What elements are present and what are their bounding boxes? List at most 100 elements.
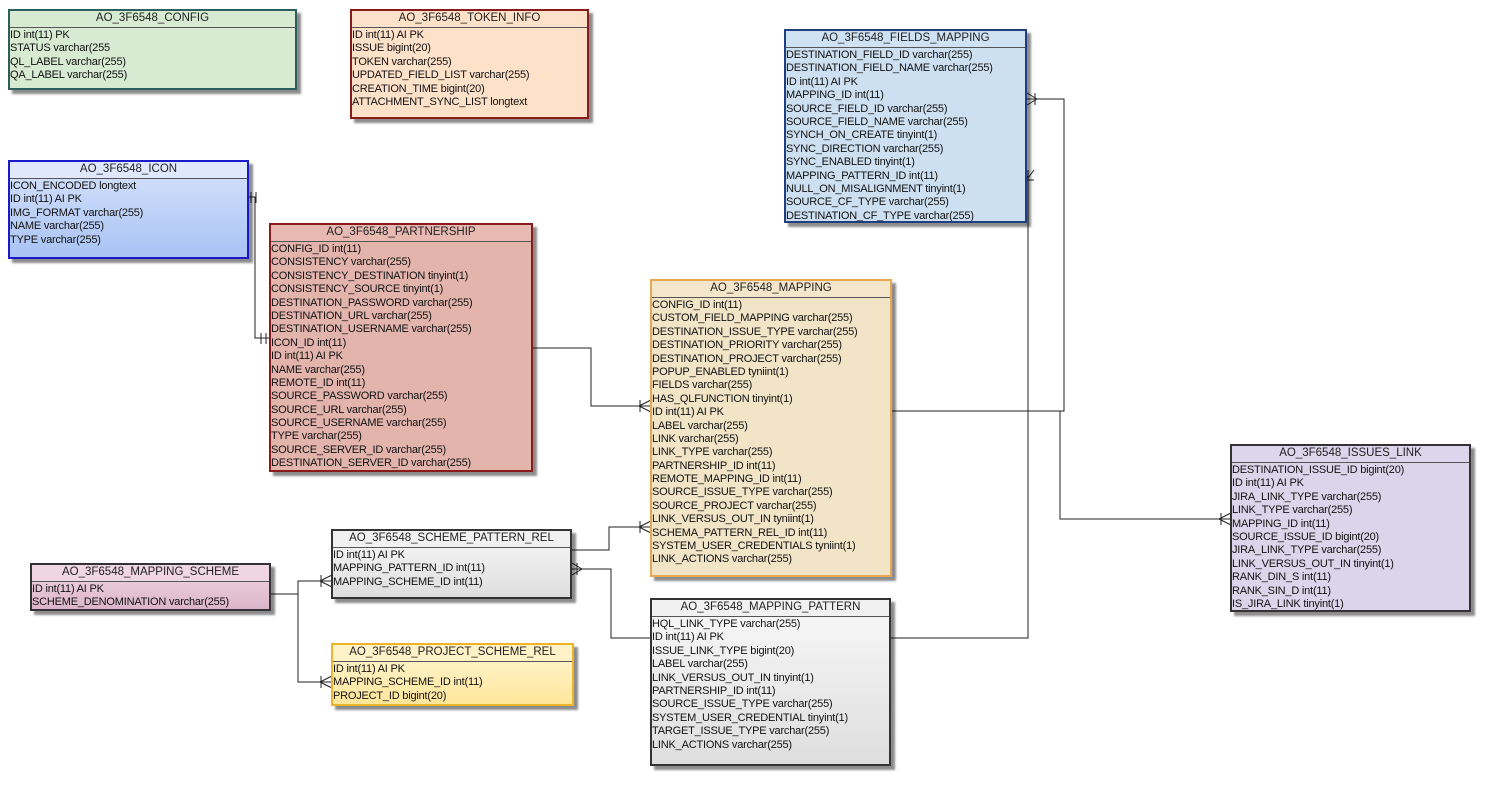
column-row: MAPPING_ID int(11) xyxy=(786,89,884,102)
column-row: DESTINATION_CF_TYPE varchar(255) xyxy=(786,209,974,222)
column-list: CONFIG_ID int(11)CUSTOM_FIELD_MAPPING va… xyxy=(652,298,890,567)
column-row: SYSTEM_USER_CREDENTIAL tinyint(1) xyxy=(652,711,848,724)
column-row: PARTNERSHIP_ID int(11) xyxy=(652,684,776,697)
link-scheme-scheme-pattern xyxy=(270,580,332,595)
column-row: SOURCE_PROJECT varchar(255) xyxy=(652,499,817,512)
column-row: POPUP_ENABLED tyniint(1) xyxy=(652,365,789,378)
column-row: LABEL varchar(255) xyxy=(652,419,748,432)
column-row: IMG_FORMAT varchar(255) xyxy=(10,206,144,219)
column-row: SYSTEM_USER_CREDENTIALS tyniint(1) xyxy=(652,540,856,553)
column-row: LABEL varchar(255) xyxy=(652,658,748,671)
table-mapping-pattern[interactable]: AO_3F6548_MAPPING_PATTERN HQL_LINK_TYPE … xyxy=(650,598,891,766)
column-row: IS_JIRA_LINK tinyint(1) xyxy=(1232,597,1344,610)
link-scheme-pattern-mapping xyxy=(572,526,651,551)
column-row: REMOTE_MAPPING_ID int(11) xyxy=(652,473,802,486)
column-row: TYPE varchar(255) xyxy=(271,430,362,443)
column-row: SOURCE_ISSUE_TYPE varchar(255) xyxy=(652,486,833,499)
link-partnership-mapping xyxy=(532,347,651,407)
column-row: ID int(11) AI PK xyxy=(333,663,405,675)
table-project-scheme-rel[interactable]: AO_3F6548_PROJECT_SCHEME_REL ID int(11) … xyxy=(331,643,574,706)
column-row: JIRA_LINK_TYPE varchar(255) xyxy=(1232,544,1382,557)
column-row: ID int(11) PK xyxy=(10,29,70,41)
column-row: UPDATED_FIELD_LIST varchar(255) xyxy=(352,69,530,82)
column-row: ICON_ENCODED longtext xyxy=(10,180,137,192)
column-list: HQL_LINK_TYPE varchar(255)ID int(11) AI … xyxy=(652,617,889,752)
column-row: MAPPING_PATTERN_ID int(11) xyxy=(786,169,938,182)
column-row: NAME varchar(255) xyxy=(271,363,365,376)
table-mapping-scheme[interactable]: AO_3F6548_MAPPING_SCHEME ID int(11) AI P… xyxy=(30,563,271,611)
table-title: AO_3F6548_CONFIG xyxy=(10,11,295,28)
column-row: RANK_DIN_S int(11) xyxy=(1232,571,1331,584)
column-row: ID int(11) AI PK xyxy=(10,193,82,206)
column-row: HQL_LINK_TYPE varchar(255) xyxy=(652,618,801,630)
column-row: ID int(11) AI PK xyxy=(271,350,343,363)
column-row: LINK_ACTIONS varchar(255) xyxy=(652,738,792,751)
column-row: DESTINATION_ISSUE_ID bigint(20) xyxy=(1232,464,1405,476)
column-row: SYNCH_ON_CREATE tinyint(1) xyxy=(786,129,938,142)
table-title: AO_3F6548_SCHEME_PATTERN_REL xyxy=(333,531,570,548)
column-row: REMOTE_ID int(11) xyxy=(271,376,366,389)
column-row: DESTINATION_URL varchar(255) xyxy=(271,309,432,322)
spr-crow-1 xyxy=(571,562,583,570)
column-row: LINK_VERSUS_OUT_IN tinyint(1) xyxy=(652,671,814,684)
column-row: SOURCE_CF_TYPE varchar(255) xyxy=(786,196,949,209)
column-row: SYNC_ENABLED tinyint(1) xyxy=(786,156,915,169)
table-fields-mapping[interactable]: AO_3F6548_FIELDS_MAPPING DESTINATION_FIE… xyxy=(784,29,1027,223)
table-partnership[interactable]: AO_3F6548_PARTNERSHIP CONFIG_ID int(11)C… xyxy=(269,223,533,472)
table-title: AO_3F6548_FIELDS_MAPPING xyxy=(786,31,1025,48)
column-row: MAPPING_ID int(11) xyxy=(1232,517,1330,530)
column-row: LINK_ACTIONS varchar(255) xyxy=(652,553,792,566)
column-row: NULL_ON_MISALIGNMENT tinyint(1) xyxy=(786,182,966,195)
column-row: CONSISTENCY varchar(255) xyxy=(271,256,411,269)
table-title: AO_3F6548_TOKEN_INFO xyxy=(352,11,587,28)
column-row: SYNC_DIRECTION varchar(255) xyxy=(786,142,944,155)
column-row: MAPPING_PATTERN_ID int(11) xyxy=(333,562,485,575)
column-row: RANK_SIN_D int(11) xyxy=(1232,584,1331,597)
column-row: DESTINATION_PASSWORD varchar(255) xyxy=(271,296,473,309)
column-row: ID int(11) AI PK xyxy=(32,583,104,595)
table-scheme-pattern-rel[interactable]: AO_3F6548_SCHEME_PATTERN_REL ID int(11) … xyxy=(331,529,572,599)
column-row: SOURCE_FIELD_NAME varchar(255) xyxy=(786,115,968,128)
table-title: AO_3F6548_MAPPING xyxy=(652,281,890,298)
column-row: CUSTOM_FIELD_MAPPING varchar(255) xyxy=(652,312,853,325)
table-issues-link[interactable]: AO_3F6548_ISSUES_LINK DESTINATION_ISSUE_… xyxy=(1230,444,1471,612)
link-pattern-scheme-pattern xyxy=(572,568,651,639)
column-row: STATUS varchar(255 xyxy=(10,42,110,55)
column-list: DESTINATION_ISSUE_ID bigint(20)ID int(11… xyxy=(1232,463,1469,611)
column-row: SOURCE_PASSWORD varchar(255) xyxy=(271,390,448,403)
column-row: LINK_VERSUS_OUT_IN tinyint(1) xyxy=(1232,557,1394,570)
column-row: QL_LABEL varchar(255) xyxy=(10,55,126,68)
table-title: AO_3F6548_PROJECT_SCHEME_REL xyxy=(333,645,572,662)
column-row: NAME varchar(255) xyxy=(10,220,104,233)
column-row: ID int(11) AI PK xyxy=(652,631,724,644)
link-pattern-fields-mapping xyxy=(890,170,1029,639)
column-row: MAPPING_SCHEME_ID int(11) xyxy=(333,575,483,588)
table-title: AO_3F6548_ICON xyxy=(10,162,247,179)
table-title: AO_3F6548_MAPPING_PATTERN xyxy=(652,600,889,617)
column-row: DESTINATION_FIELD_ID varchar(255) xyxy=(786,49,973,61)
column-row: DESTINATION_ISSUE_TYPE varchar(255) xyxy=(652,325,858,338)
column-row: ID int(11) AI PK xyxy=(652,406,724,419)
column-row: LINK_VERSUS_OUT_IN tyniint(1) xyxy=(652,513,814,526)
column-row: ID int(11) AI PK xyxy=(352,29,424,41)
column-row: SOURCE_ISSUE_TYPE varchar(255) xyxy=(652,698,833,711)
column-row: CONFIG_ID int(11) xyxy=(271,243,361,255)
column-row: SOURCE_ISSUE_ID bigint(20) xyxy=(1232,530,1380,543)
column-row: FIELDS varchar(255) xyxy=(652,379,753,392)
column-list: DESTINATION_FIELD_ID varchar(255) DESTINA… xyxy=(786,48,1025,223)
column-row: JIRA_LINK_TYPE varchar(255) xyxy=(1232,490,1382,503)
column-row: QA_LABEL varchar(255) xyxy=(10,69,128,82)
link-icon-partnership xyxy=(248,196,270,339)
table-mapping[interactable]: AO_3F6548_MAPPING CONFIG_ID int(11)CUSTO… xyxy=(650,279,892,577)
fields-crow-1 xyxy=(1026,92,1038,100)
column-row: ISSUE bigint(20) xyxy=(352,42,431,55)
column-row: CONFIG_ID int(11) xyxy=(652,299,742,311)
column-row: ISSUE_LINK_TYPE bigint(20) xyxy=(652,644,795,657)
column-row: PARTNERSHIP_ID int(11) xyxy=(652,459,776,472)
